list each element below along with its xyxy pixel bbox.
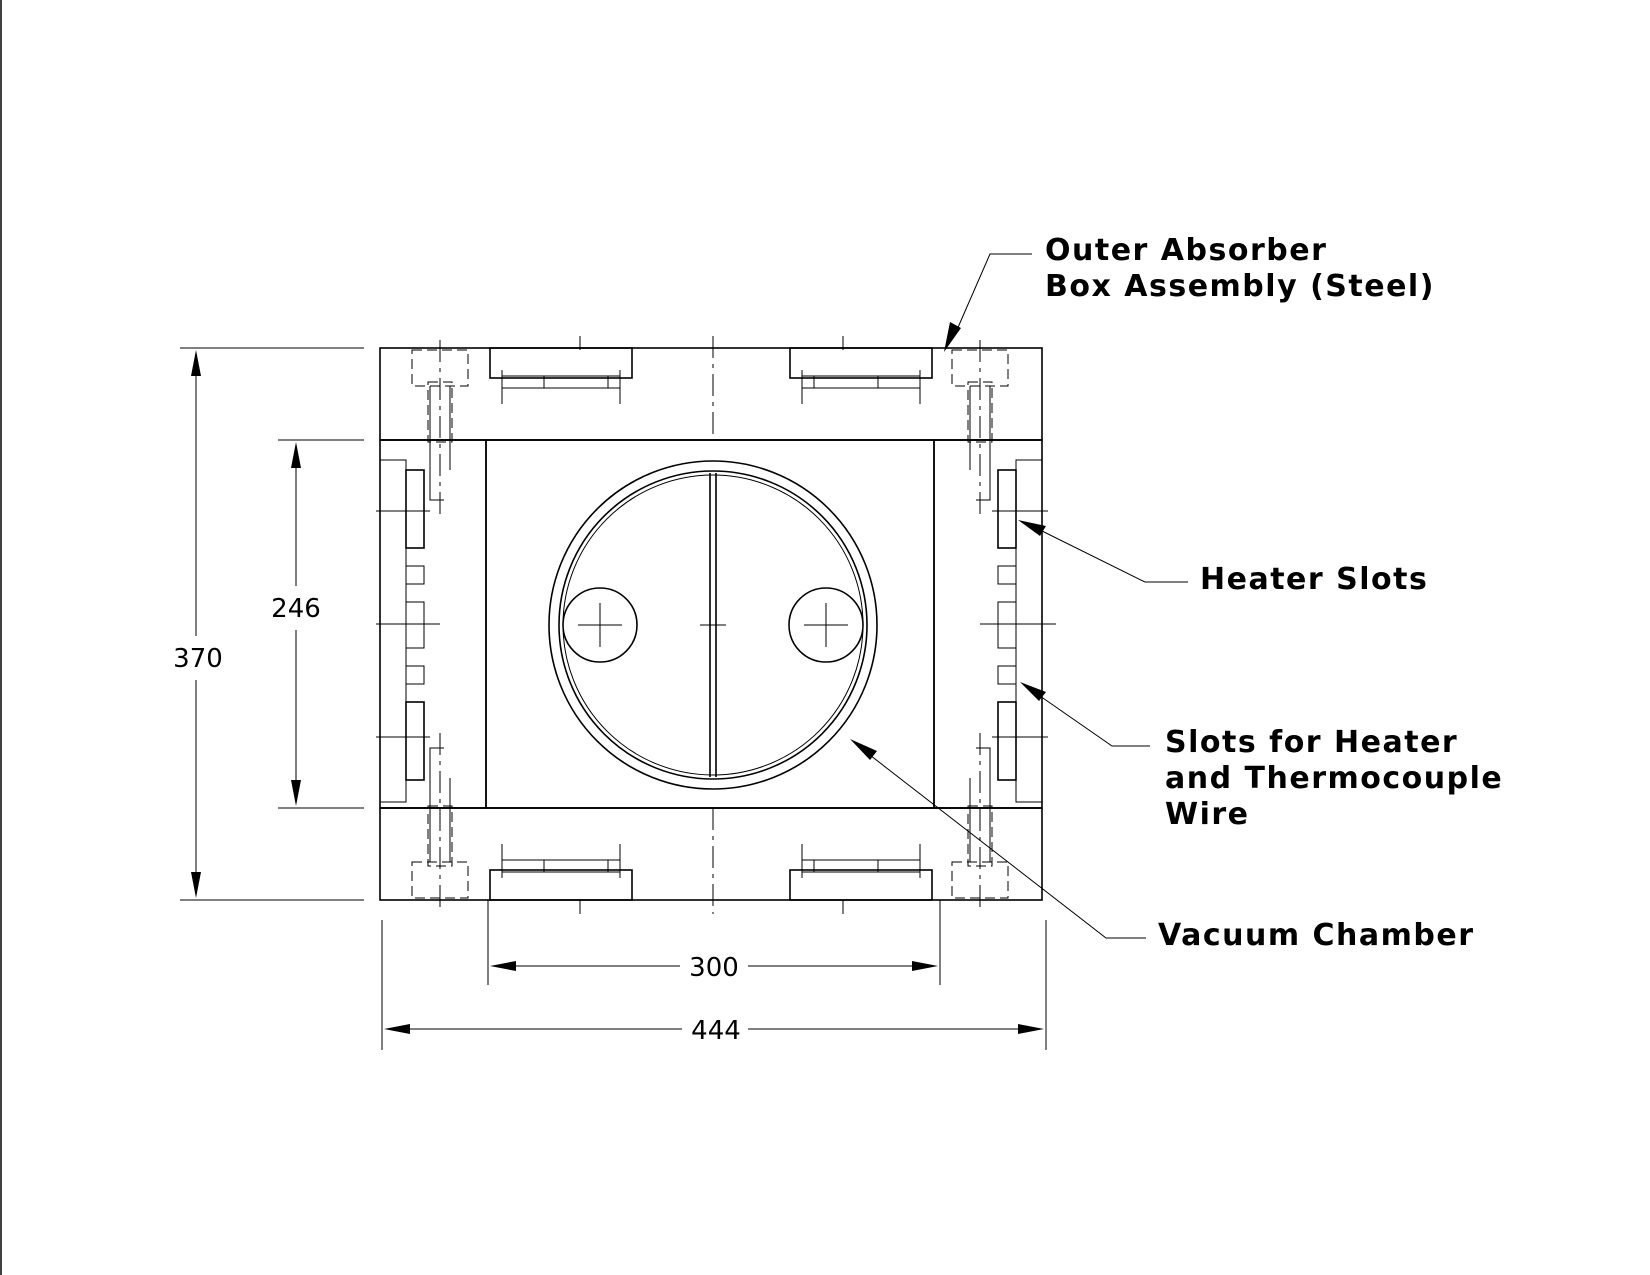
label-outer-absorber-line2: Box Assembly (Steel)	[1045, 269, 1435, 304]
corner-bolts	[406, 340, 1014, 908]
dim-overall-width-text: 444	[691, 1016, 741, 1046]
dim-overall-width: 444	[381, 920, 1047, 1050]
right-beam-pipe	[788, 587, 864, 663]
leader-heater-slots: Heater Slots	[1018, 520, 1428, 597]
dim-overall-height: 370	[173, 347, 364, 901]
dim-inner-height-text: 246	[271, 594, 321, 624]
left-wall-heater-slots	[376, 459, 430, 803]
bottom-plate-pockets	[489, 844, 933, 914]
dim-inner-width-text: 300	[689, 953, 739, 983]
dim-inner-width: 300	[487, 900, 941, 985]
bottom-plate	[379, 807, 1043, 901]
top-plate	[379, 347, 1043, 441]
leader-wire-slots: Slots for Heater and Thermocouple Wire	[1020, 682, 1503, 832]
top-plate-pockets	[489, 336, 933, 404]
leader-outer-absorber: Outer Absorber Box Assembly (Steel)	[944, 233, 1435, 352]
label-wire-slots-line2: and Thermocouple	[1165, 761, 1503, 796]
vacuum-chamber	[548, 460, 878, 790]
dim-overall-height-text: 370	[173, 644, 223, 674]
leader-vacuum-chamber: Vacuum Chamber	[850, 739, 1475, 953]
outer-absorber-box	[379, 347, 1043, 901]
label-vacuum-chamber: Vacuum Chamber	[1158, 918, 1475, 953]
dim-inner-height: 246	[271, 439, 364, 809]
left-beam-pipe	[562, 587, 638, 663]
right-wall-heater-slots	[980, 459, 1056, 803]
label-heater-slots: Heater Slots	[1200, 562, 1428, 597]
label-wire-slots-line3: Wire	[1165, 797, 1250, 832]
label-outer-absorber-line1: Outer Absorber	[1045, 233, 1327, 268]
label-wire-slots-line1: Slots for Heater	[1165, 725, 1458, 760]
